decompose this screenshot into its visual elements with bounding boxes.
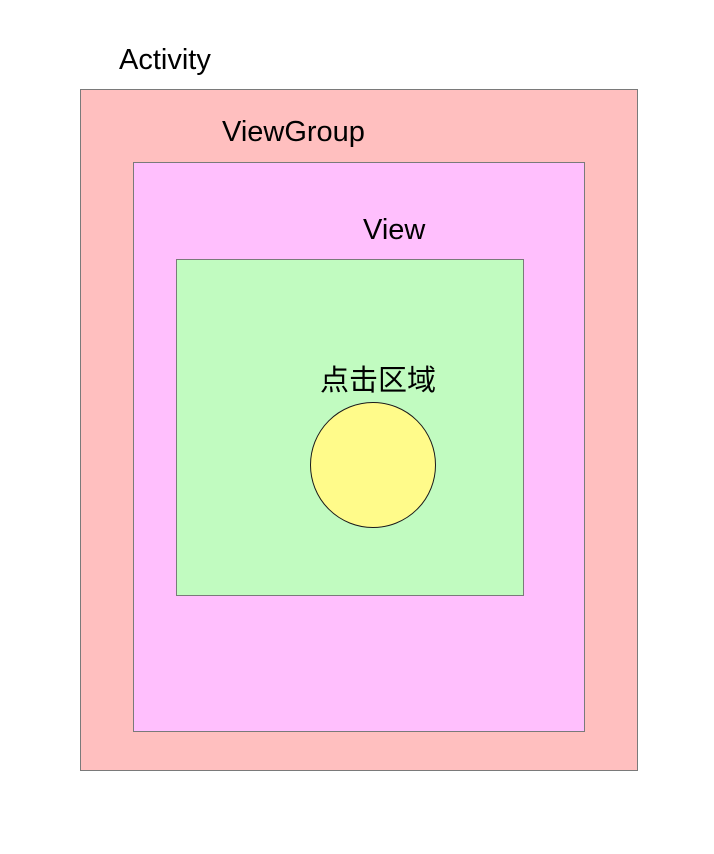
click-area-circle: [310, 402, 436, 528]
viewgroup-label: ViewGroup: [222, 116, 365, 148]
click-area-label: 点击区域: [320, 363, 437, 397]
activity-label: Activity: [119, 44, 211, 76]
view-label: View: [363, 214, 426, 246]
